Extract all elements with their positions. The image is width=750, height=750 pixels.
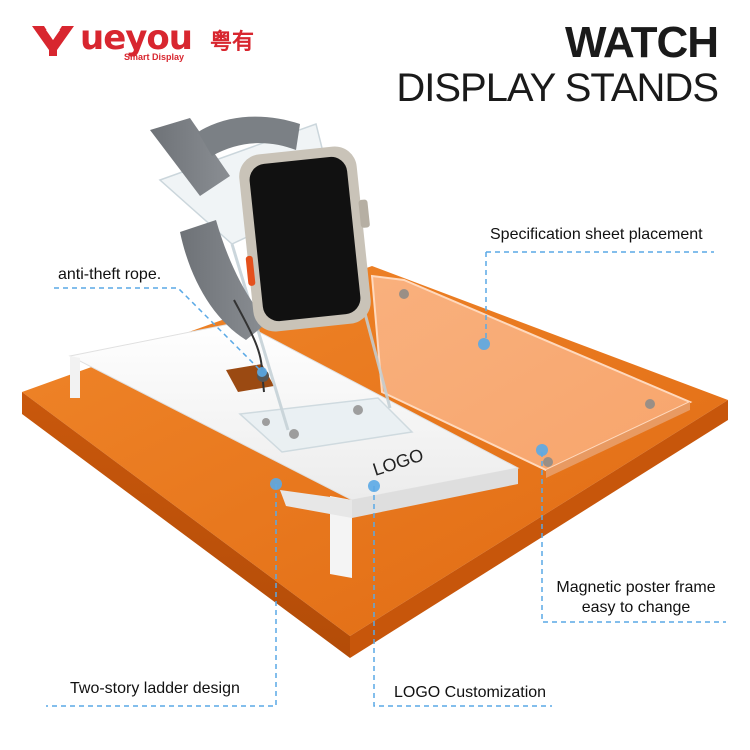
title-line-2: DISPLAY STANDS xyxy=(396,66,719,110)
poster-frame xyxy=(370,274,693,478)
callout-dot xyxy=(536,444,548,456)
label-magnetic-frame: Magnetic poster frame easy to change xyxy=(548,578,724,618)
smartwatch xyxy=(150,116,371,340)
callout-dot xyxy=(257,367,267,377)
callout-dot xyxy=(478,338,490,350)
callout-lines xyxy=(46,251,726,707)
callout-dot xyxy=(270,478,282,490)
screw-icon xyxy=(353,405,363,415)
brand-name: ueyou xyxy=(80,18,193,58)
callout-dot xyxy=(368,480,380,492)
brand-tagline: Smart Display xyxy=(124,52,185,62)
label-magnetic-line-1: Magnetic poster frame xyxy=(556,579,716,596)
label-magnetic-line-2: easy to change xyxy=(581,599,691,616)
label-ladder: Two-story ladder design xyxy=(70,680,240,697)
screw-icon xyxy=(262,418,270,426)
title-line-1: WATCH xyxy=(564,18,719,67)
brand-name-cn: 粤有 xyxy=(210,29,255,54)
brand-logo-icon xyxy=(32,26,74,56)
label-logo-custom: LOGO Customization xyxy=(394,684,547,701)
magnet-icon xyxy=(543,457,553,467)
label-spec-sheet: Specification sheet placement xyxy=(490,226,703,243)
screw-icon xyxy=(289,429,299,439)
label-anti-theft: anti-theft rope. xyxy=(58,266,162,283)
brand-logo: ueyou 粤有 Smart Display xyxy=(30,18,254,62)
magnet-icon xyxy=(645,399,655,409)
callout-dots xyxy=(257,338,548,492)
magnet-icon xyxy=(399,289,409,299)
